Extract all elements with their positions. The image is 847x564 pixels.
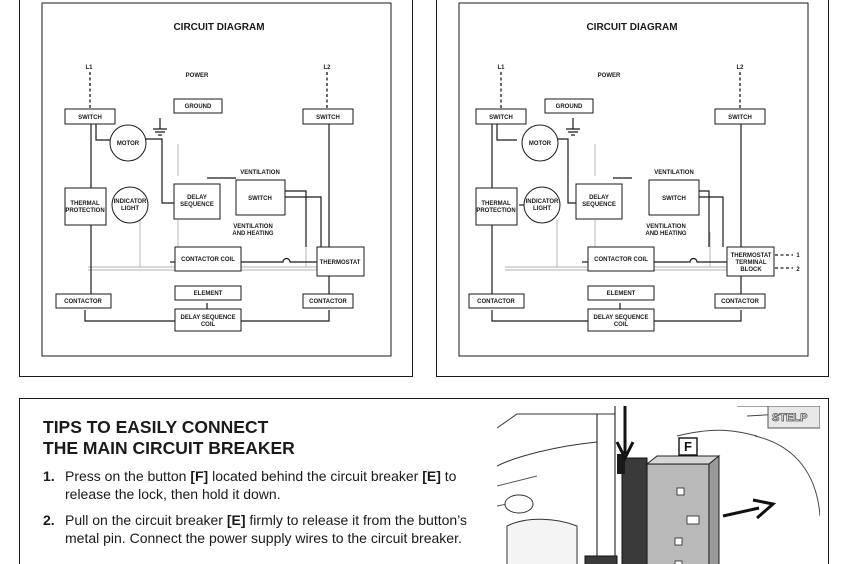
element-label: ELEMENT xyxy=(194,291,223,297)
motor-label: MOTOR xyxy=(117,141,140,147)
reference-f: [F] xyxy=(190,468,209,484)
breaker-illustration-drawing: F STELP xyxy=(497,406,820,564)
terminal-block-label-1: THERMOSTAT xyxy=(731,253,772,259)
circuit-diagram-panel-left: CIRCUIT DIAGRAM xyxy=(19,0,413,377)
tips-title: TIPS TO EASILY CONNECT THE MAIN CIRCUIT … xyxy=(43,417,483,459)
indicator-light-label-2: LIGHT xyxy=(533,206,551,212)
delay-sequence-label-1: DELAY xyxy=(187,195,207,201)
contactor-coil-label: CONTACTOR COIL xyxy=(594,257,648,263)
ventilation-label: VENTILATION xyxy=(654,170,694,176)
switch-right-label: SWITCH xyxy=(728,115,752,121)
delay-sequence-coil-label-2: COIL xyxy=(201,322,216,328)
delay-sequence-label-2: SEQUENCE xyxy=(180,202,214,208)
thermal-protection-label-1: THERMAL xyxy=(481,201,511,207)
element-label: ELEMENT xyxy=(607,291,636,297)
circuit-diagram-panel-right: CIRCUIT DIAGRAM L1 L2 POW xyxy=(436,0,829,377)
ground-label: GROUND xyxy=(556,104,583,110)
step-text: Pull on the circuit breaker [E] firmly t… xyxy=(65,512,468,546)
terminal-block-label-2: TERMINAL xyxy=(736,260,767,266)
ground-label: GROUND xyxy=(185,104,212,110)
delay-sequence-label-2: SEQUENCE xyxy=(582,202,616,208)
contactor-coil-label: CONTACTOR COIL xyxy=(181,257,235,263)
reference-e: [E] xyxy=(422,468,441,484)
switch-left-label: SWITCH xyxy=(489,115,513,121)
label-f: F xyxy=(684,439,692,454)
delay-sequence-coil-label-1: DELAY SEQUENCE xyxy=(180,315,235,321)
l1-label: L1 xyxy=(85,65,93,71)
contactor-left-label: CONTACTOR xyxy=(64,299,102,305)
l2-label: L2 xyxy=(736,65,744,71)
ventilation-heating-label-2: AND HEATING xyxy=(232,231,274,237)
circuit-diagram-left: CIRCUIT DIAGRAM xyxy=(41,2,392,357)
tips-title-line-1: TIPS TO EASILY CONNECT xyxy=(43,417,269,437)
l1-label: L1 xyxy=(497,65,505,71)
delay-sequence-coil-label-2: COIL xyxy=(614,322,629,328)
motor-label: MOTOR xyxy=(529,141,552,147)
terminal-1-label: 1 xyxy=(796,253,800,259)
thermal-protection-label-2: PROTECTION xyxy=(65,208,104,214)
brand-logo: STELP xyxy=(772,412,807,424)
contactor-right-label: CONTACTOR xyxy=(309,299,347,305)
breaker-illustration: F STELP xyxy=(497,406,820,564)
switch-left-label: SWITCH xyxy=(78,115,102,121)
thermal-protection-label-2: PROTECTION xyxy=(476,208,515,214)
diagram-frame xyxy=(41,2,392,357)
indicator-light-label-1: INDICATOR xyxy=(526,199,559,205)
ventilation-heating-label-2: AND HEATING xyxy=(645,231,687,237)
instruction-step: 1. Press on the button [F] located behin… xyxy=(43,467,483,503)
power-label: POWER xyxy=(186,73,209,79)
step-text: Press on the button [F] located behind t… xyxy=(65,468,457,502)
reference-e: [E] xyxy=(226,512,246,528)
thermal-protection-label-1: THERMAL xyxy=(70,201,100,207)
thermostat-label: THERMOSTAT xyxy=(320,260,361,266)
terminal-2-label: 2 xyxy=(796,267,800,273)
tips-title-line-2: THE MAIN CIRCUIT BREAKER xyxy=(43,438,295,458)
power-label: POWER xyxy=(598,73,621,79)
step-number: 1. xyxy=(43,468,55,484)
tips-panel: TIPS TO EASILY CONNECT THE MAIN CIRCUIT … xyxy=(19,398,829,564)
delay-sequence-coil-label-1: DELAY SEQUENCE xyxy=(593,315,648,321)
step-number: 2. xyxy=(43,512,55,528)
switch-center-label: SWITCH xyxy=(662,196,686,202)
diagram-title: CIRCUIT DIAGRAM xyxy=(586,22,677,33)
diagram-frame xyxy=(458,2,809,357)
circuit-diagram-right: CIRCUIT DIAGRAM L1 L2 POW xyxy=(458,2,809,357)
indicator-light-label-2: LIGHT xyxy=(121,206,139,212)
switch-right-label: SWITCH xyxy=(316,115,340,121)
terminal-block-label-3: BLOCK xyxy=(740,267,762,273)
indicator-light-label-1: INDICATOR xyxy=(114,199,147,205)
instruction-step: 2. Pull on the circuit breaker [E] firml… xyxy=(43,511,483,547)
ventilation-label: VENTILATION xyxy=(240,170,280,176)
delay-sequence-label-1: DELAY xyxy=(589,195,609,201)
contactor-left-label: CONTACTOR xyxy=(477,299,515,305)
ventilation-heating-label-1: VENTILATION xyxy=(233,224,273,230)
switch-center-label: SWITCH xyxy=(248,196,272,202)
diagram-title: CIRCUIT DIAGRAM xyxy=(173,22,264,33)
contactor-right-label: CONTACTOR xyxy=(721,299,759,305)
l2-label: L2 xyxy=(323,65,331,71)
ventilation-heating-label-1: VENTILATION xyxy=(646,224,686,230)
